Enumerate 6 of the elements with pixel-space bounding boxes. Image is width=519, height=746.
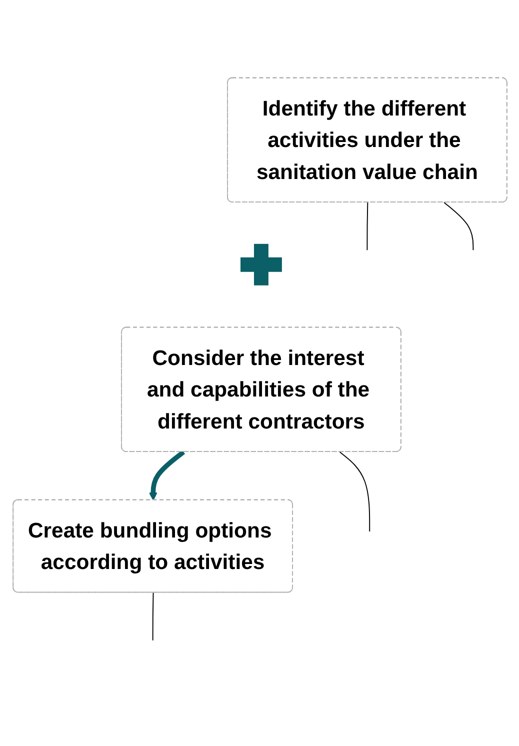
arrow (148, 450, 185, 500)
connector (366, 202, 368, 250)
connector (152, 592, 154, 640)
node-plus (240, 243, 282, 285)
connector (338, 451, 370, 532)
connector (443, 202, 474, 250)
